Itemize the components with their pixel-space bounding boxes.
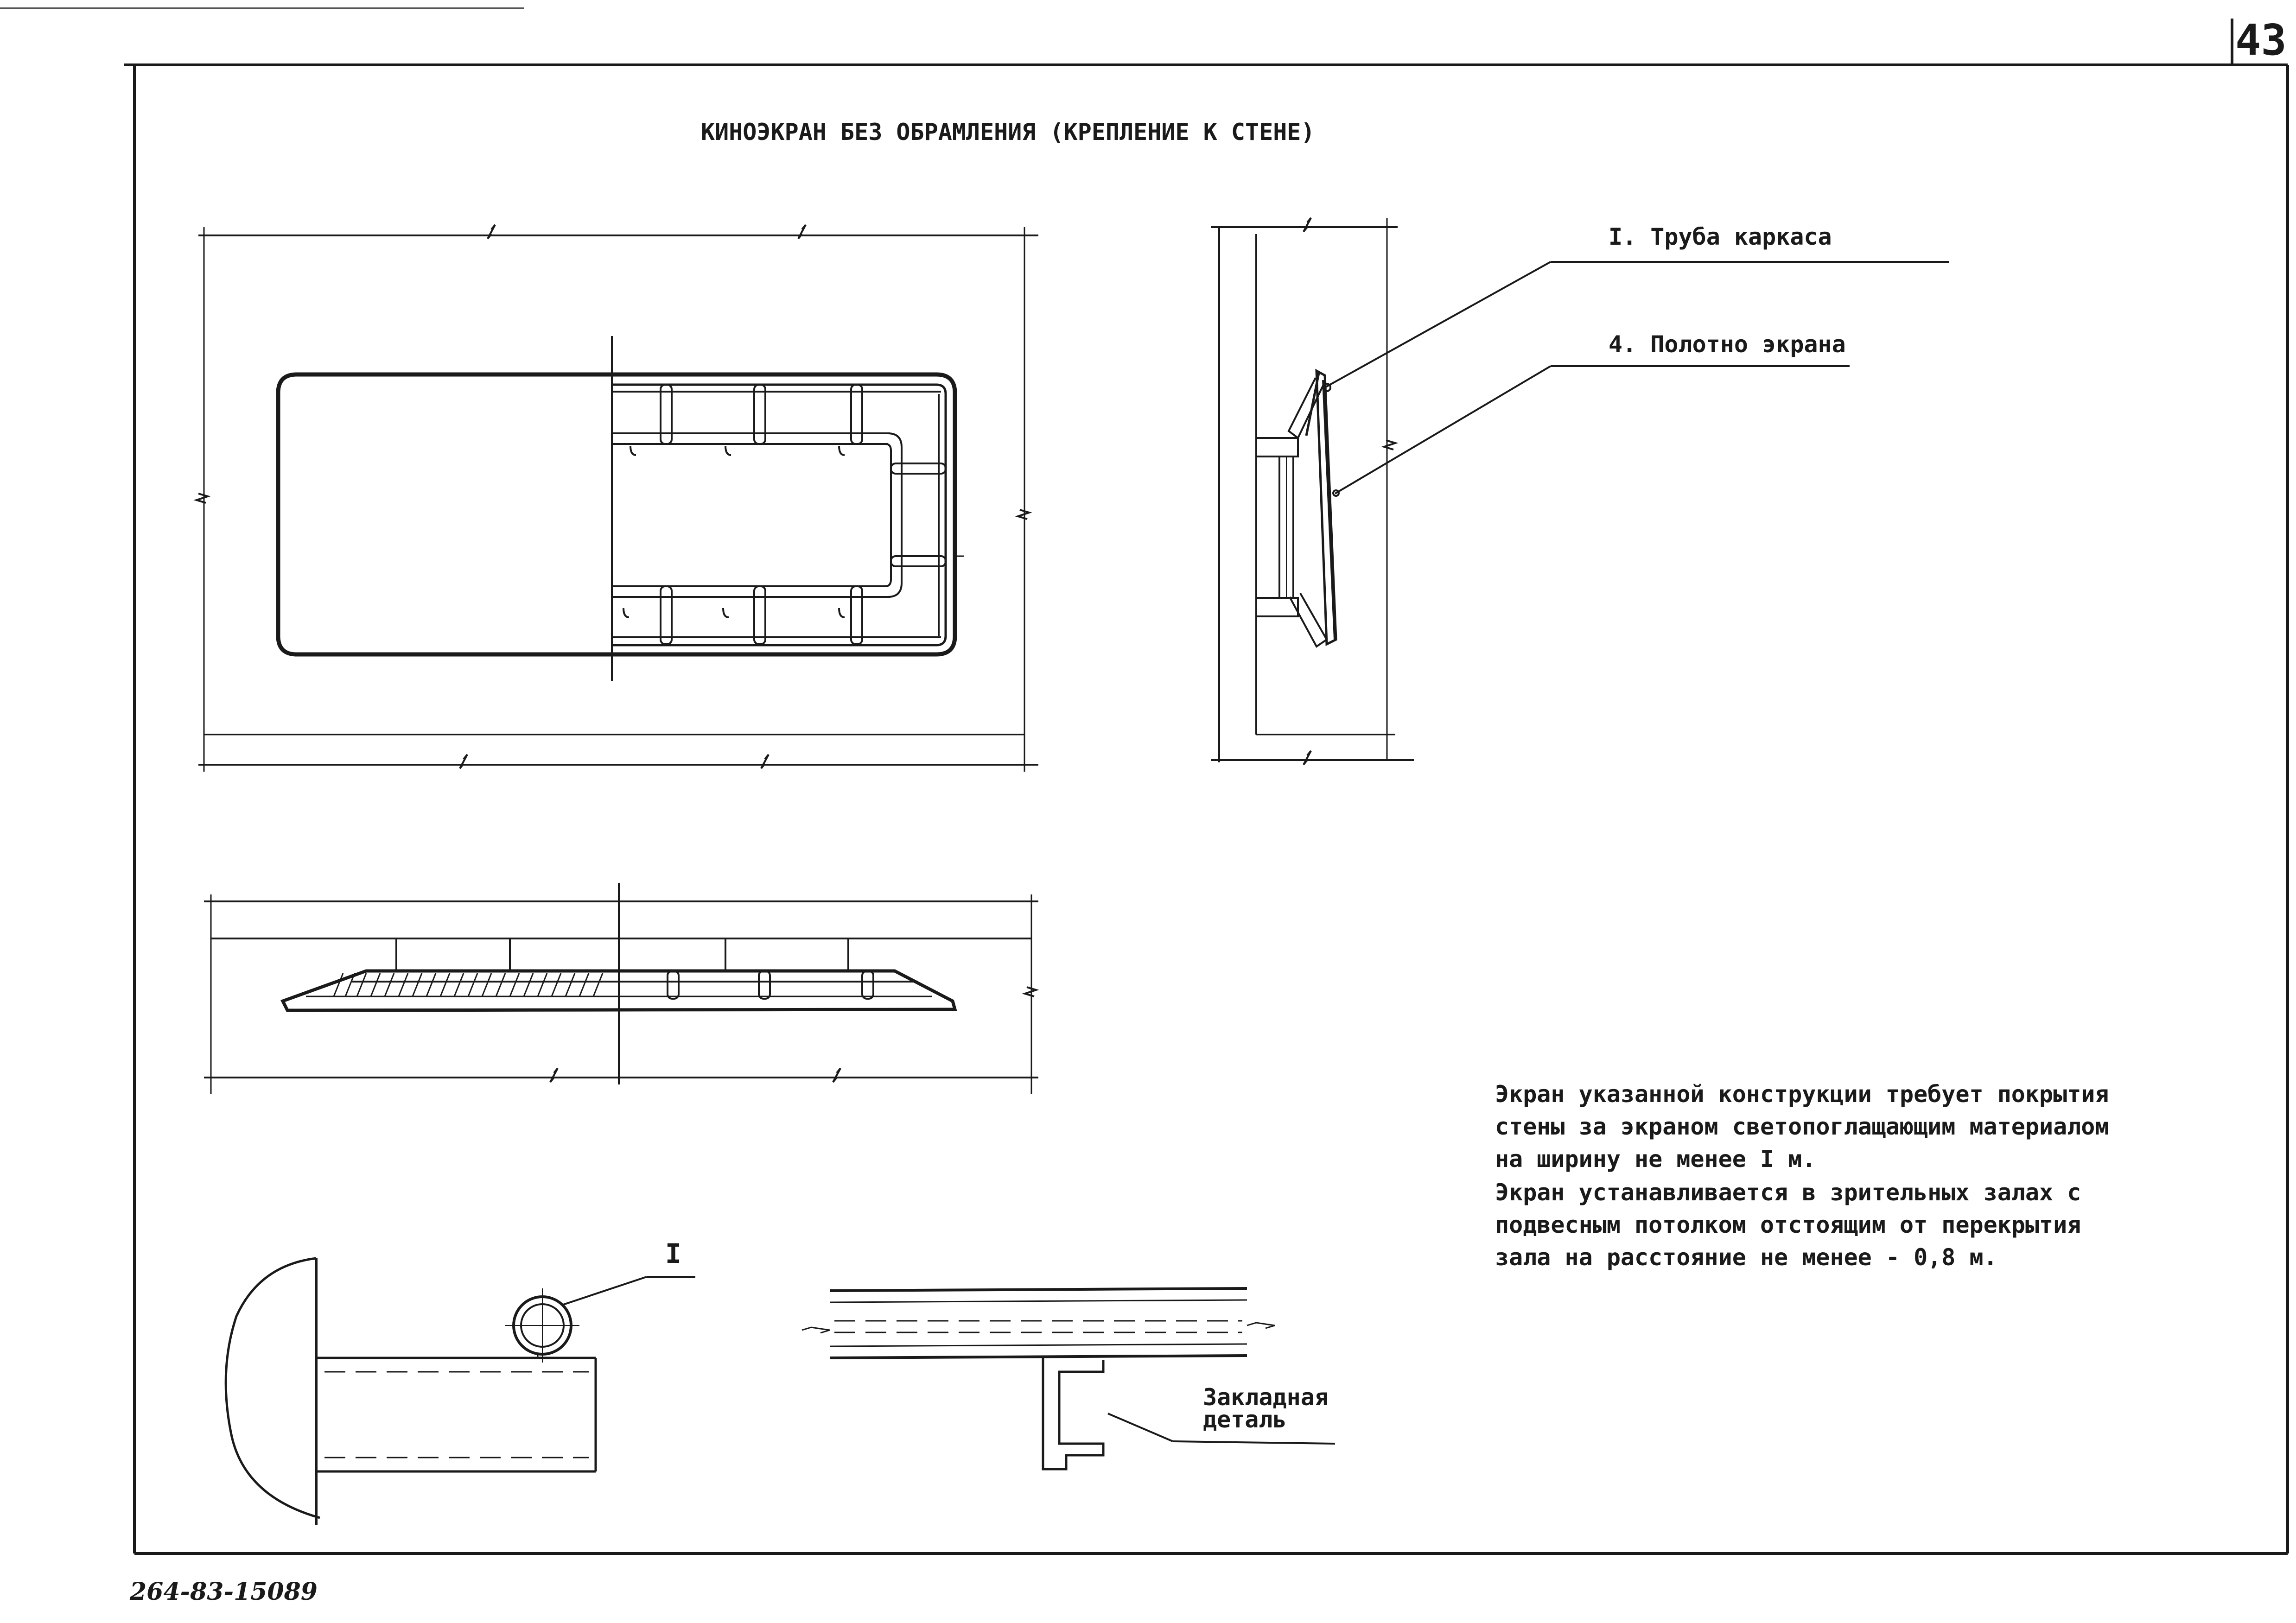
callout-pipe-label: I. Труба каркаса bbox=[1609, 223, 1832, 250]
front-view bbox=[193, 224, 1038, 772]
side-section-view bbox=[1211, 217, 1949, 766]
document-code: 264-83-15089 bbox=[129, 1578, 318, 1606]
note-line: на ширину не менее I м. bbox=[1495, 1146, 1816, 1173]
note-line: Экран указанной конструкции требует покр… bbox=[1495, 1081, 2109, 1108]
plan-view bbox=[204, 883, 1039, 1094]
note-line: зала на расстояние не менее - 0,8 м. bbox=[1495, 1244, 1997, 1271]
embedded-label-line1: Закладная bbox=[1203, 1384, 1329, 1411]
callout-canvas-label: 4. Полотно экрана bbox=[1609, 331, 1846, 358]
note-line: подвесным потолком отстоящим от перекрыт… bbox=[1495, 1211, 2081, 1238]
note-line: стены за экраном светопоглащающим матери… bbox=[1495, 1113, 2109, 1140]
drawing-title: КИНОЭКРАН БЕЗ ОБРАМЛЕНИЯ (КРЕПЛЕНИЕ К СТ… bbox=[701, 119, 1315, 146]
note-line: Экран устанавливается в зрительных залах… bbox=[1495, 1179, 2081, 1206]
detail-pipe-bracket bbox=[224, 1257, 695, 1525]
notes-block: Экран указанной конструкции требует покр… bbox=[1495, 1081, 2109, 1271]
detail-embedded-part bbox=[801, 1287, 1336, 1471]
detail-mark-label: I bbox=[665, 1238, 681, 1269]
embedded-label-line2: деталь bbox=[1203, 1406, 1287, 1433]
page-number: 43 bbox=[2235, 15, 2287, 65]
sheet-frame bbox=[124, 19, 2289, 1555]
